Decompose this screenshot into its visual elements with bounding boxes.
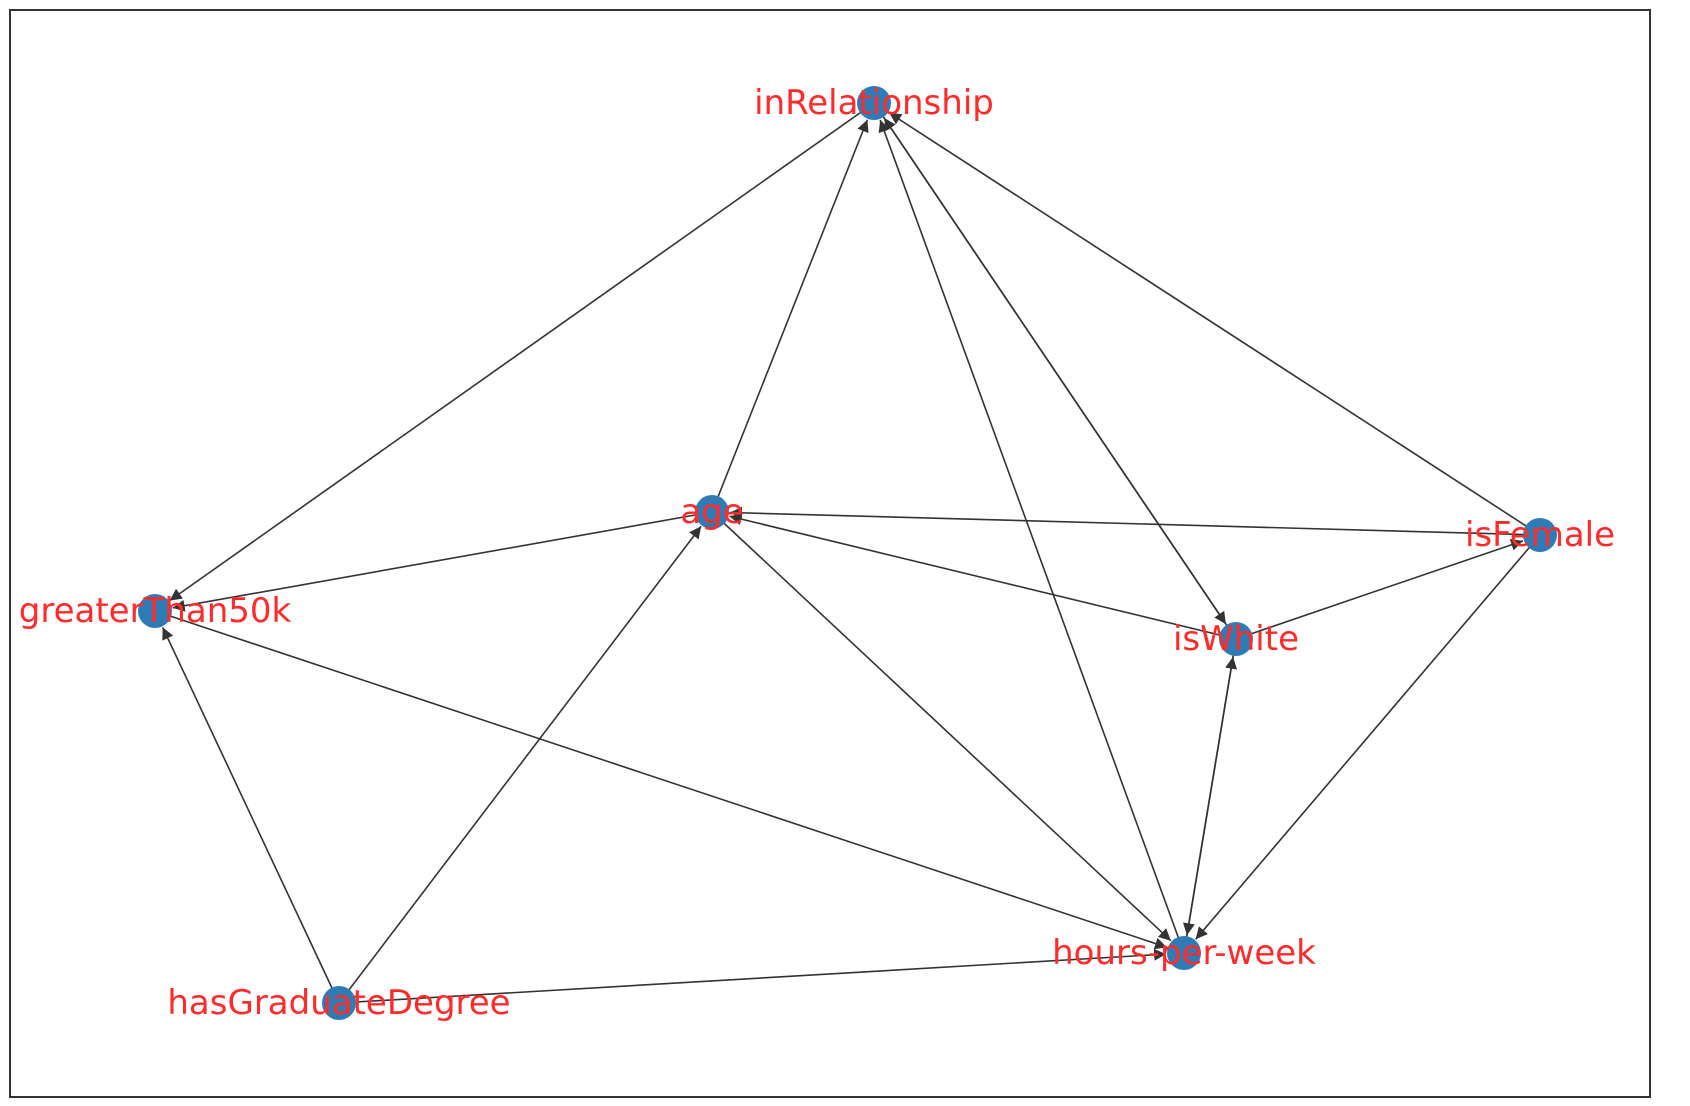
edge-age-to-hours-per-week — [711, 511, 1172, 942]
edge-isWhite-to-isFemale — [1235, 539, 1524, 640]
edge-hasGraduateDegree-to-age — [338, 525, 702, 1004]
edge-hasGraduateDegree-to-greaterThan50k — [161, 626, 340, 1004]
edge-isFemale-to-hours-per-week — [1195, 534, 1541, 940]
edge-isFemale-to-age — [729, 506, 1541, 536]
edge-hours-per-week-to-isWhite — [1183, 656, 1238, 954]
node-isFemale — [1523, 518, 1557, 552]
edge-isWhite-to-age — [729, 513, 1237, 640]
node-label-hours-per-week: hours-per-week — [1052, 933, 1316, 973]
node-label-inRelationship: inRelationship — [754, 83, 994, 123]
node-label-age: age — [680, 492, 743, 532]
node-isWhite — [1219, 622, 1253, 656]
edge-inRelationship-to-isWhite — [873, 102, 1227, 625]
edge-greaterThan50k-to-hours-per-week — [154, 610, 1168, 950]
edge-hasGraduateDegree-to-hours-per-week — [338, 948, 1167, 1004]
plot-frame — [9, 9, 1651, 1098]
edge-isFemale-to-inRelationship — [888, 112, 1541, 536]
edge-inRelationship-to-greaterThan50k — [169, 102, 875, 602]
node-hasGraduateDegree — [322, 986, 356, 1020]
labels-layer: inRelationship age isFemale greaterThan50k i… — [19, 83, 1615, 1023]
node-label-hasGraduateDegree: hasGraduateDegree — [167, 983, 510, 1023]
nodes-layer — [138, 86, 1557, 1020]
edge-hours-per-week-to-inRelationship — [878, 119, 1185, 954]
node-inRelationship — [857, 86, 891, 120]
node-label-greaterThan50k: greaterThan50k — [19, 591, 292, 631]
node-greaterThan50k — [138, 594, 172, 628]
node-label-isFemale: isFemale — [1465, 515, 1615, 555]
edges-layer — [154, 102, 1541, 1004]
node-hours-per-week — [1167, 936, 1201, 970]
node-label-isWhite: isWhite — [1173, 619, 1299, 659]
edge-age-to-greaterThan50k — [172, 511, 713, 612]
node-age — [695, 495, 729, 529]
edge-age-to-inRelationship — [711, 119, 869, 513]
